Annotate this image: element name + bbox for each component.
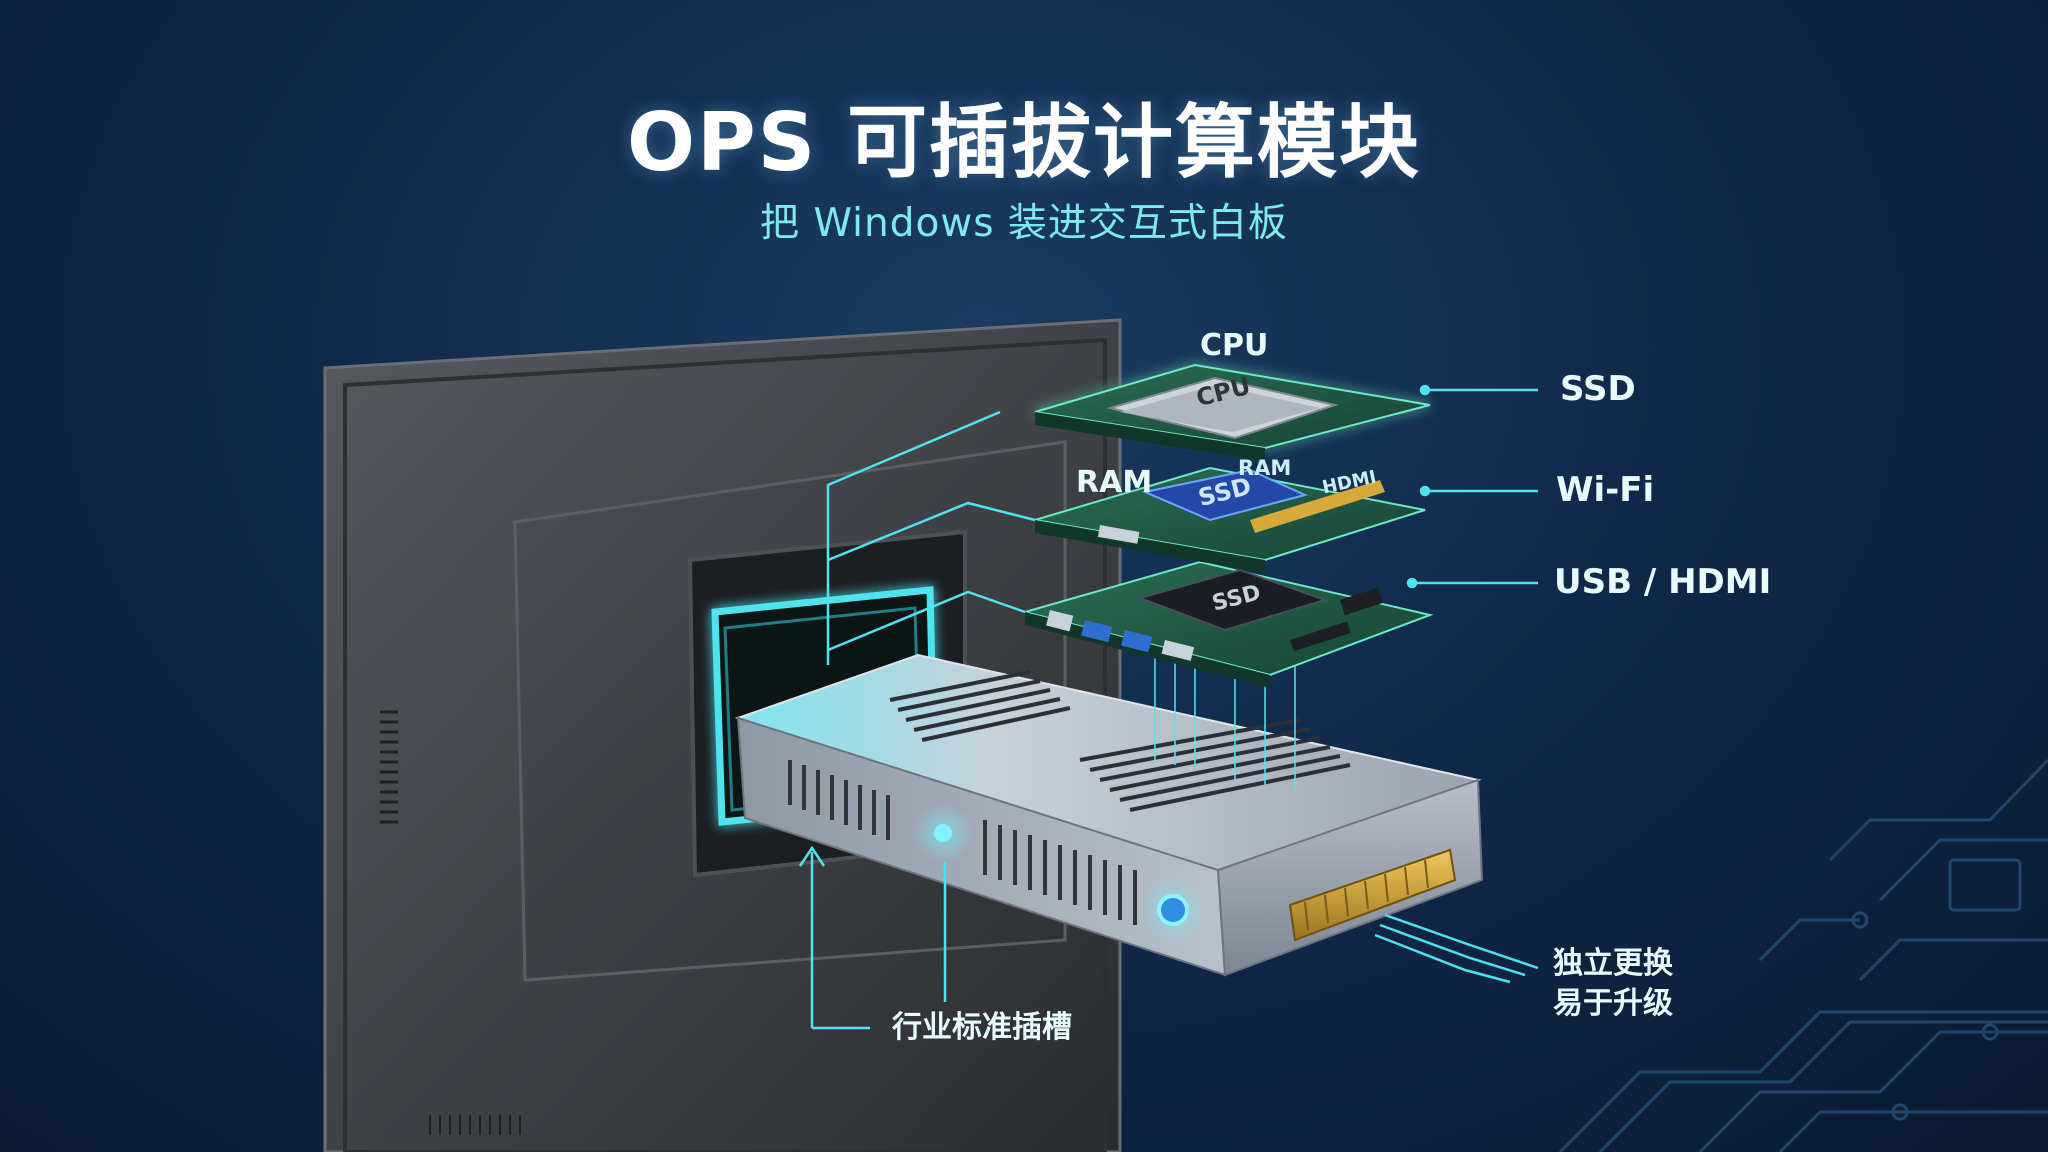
page-title: OPS 可插拔计算模块	[626, 96, 1422, 189]
memory-board	[1034, 466, 1426, 573]
gold-connector	[1288, 848, 1457, 942]
ram-small-label: RAM	[1238, 456, 1292, 480]
ssd-label: SSD	[1560, 369, 1636, 409]
replace-label-line2: 易于升级	[1553, 986, 1673, 1021]
replace-label-line1: 独立更换	[1553, 946, 1673, 981]
circuit-traces	[1558, 758, 2048, 1152]
usb-hdmi-label: USB / HDMI	[1554, 562, 1772, 602]
wifi-label: Wi-Fi	[1556, 470, 1655, 510]
page-subtitle: 把 Windows 装进交互式白板	[760, 201, 1288, 246]
slot-label: 行业标准插槽	[892, 1010, 1072, 1045]
callout-lines	[798, 384, 1539, 1030]
cpu-label: CPU	[1200, 328, 1269, 363]
io-board	[1021, 560, 1434, 688]
ram-label: RAM	[1076, 465, 1153, 500]
ops-module	[734, 653, 1484, 977]
cpu-board	[1034, 363, 1431, 461]
